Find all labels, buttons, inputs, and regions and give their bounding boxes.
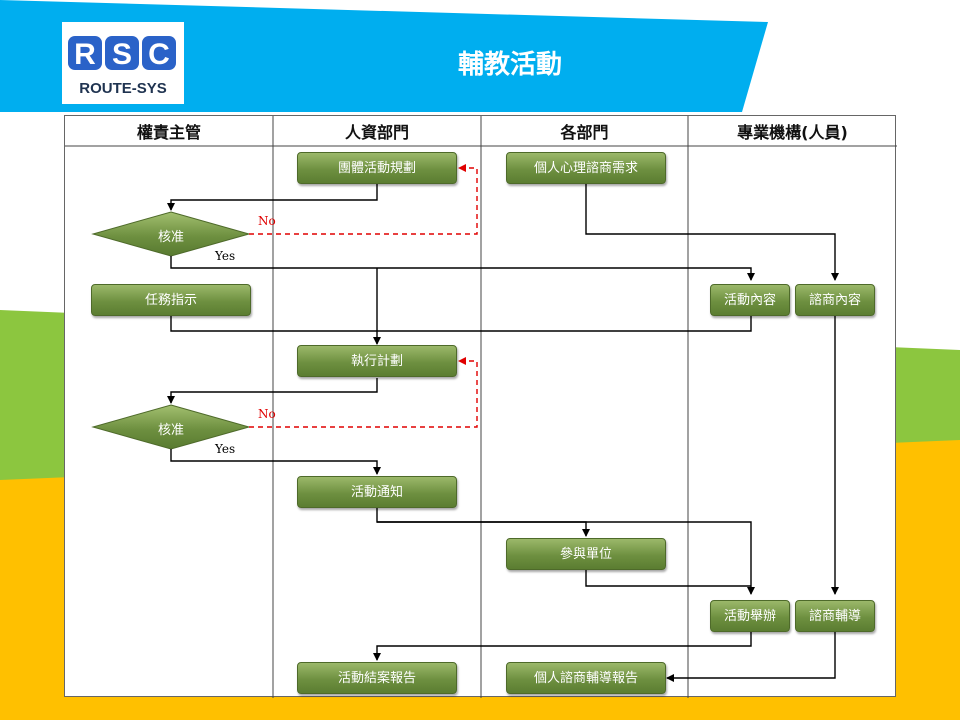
logo-letter-1: R <box>74 38 96 71</box>
logo-mark: R S C <box>68 36 176 71</box>
node-task[interactable]: 任務指示 <box>91 284 251 316</box>
yes-label-2: Yes <box>215 442 236 456</box>
logo-text: ROUTE-SYS <box>79 80 167 97</box>
no-label-2: No <box>258 407 276 421</box>
company-logo: R S C ROUTE-SYS <box>62 22 184 104</box>
lane-header-departments: 各部門 <box>560 123 609 142</box>
node-group-plan[interactable]: 團體活動規劃 <box>297 152 457 184</box>
lane-header-hr: 人資部門 <box>344 123 409 142</box>
no-label-1: No <box>258 214 276 228</box>
swimlane-flowchart: 權責主管 人資部門 各部門 專業機構(人員) 團體活動規劃 個人心理諮商需求 任… <box>64 115 897 698</box>
logo-letter-2: S <box>112 38 132 71</box>
lane-header-supervisor: 權責主管 <box>136 123 201 142</box>
node-activity-held[interactable]: 活動舉辦 <box>710 600 790 632</box>
node-notice[interactable]: 活動通知 <box>297 476 457 508</box>
node-execute-plan[interactable]: 執行計劃 <box>297 345 457 377</box>
lane-grid <box>65 116 897 698</box>
node-activity-content[interactable]: 活動內容 <box>710 284 790 316</box>
slide-title: 輔教活動 <box>457 50 562 80</box>
node-participants[interactable]: 參與單位 <box>506 538 666 570</box>
node-counsel-content[interactable]: 諮商內容 <box>795 284 875 316</box>
node-personal-need[interactable]: 個人心理諮商需求 <box>506 152 666 184</box>
flow-connectors <box>167 184 839 682</box>
yes-label-1: Yes <box>215 249 236 263</box>
node-counsel-guidance[interactable]: 諮商輔導 <box>795 600 875 632</box>
node-personal-report[interactable]: 個人諮商輔導報告 <box>506 662 666 694</box>
node-activity-report[interactable]: 活動結案報告 <box>297 662 457 694</box>
decision-label-1: 核准 <box>157 230 184 245</box>
flow-lines <box>65 116 897 698</box>
decision-label-2: 核准 <box>157 423 184 438</box>
lane-header-professional: 專業機構(人員) <box>737 123 848 142</box>
reject-connectors <box>249 164 478 428</box>
logo-letter-3: C <box>148 38 170 71</box>
